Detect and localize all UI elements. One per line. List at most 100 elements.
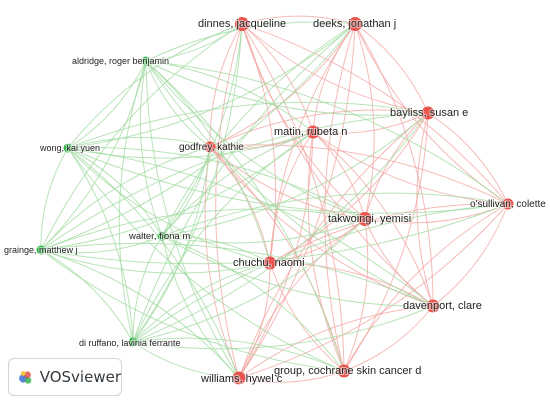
link-deeks-takwoingi[interactable] (354, 23, 375, 220)
node-wong[interactable] (63, 143, 73, 153)
link-wong-walter[interactable] (67, 147, 163, 237)
link-deeks-bayliss[interactable] (354, 23, 429, 114)
link-matin-aldridge[interactable] (145, 60, 314, 133)
node-label-diruffano[interactable]: di ruffano, lavinia ferrante (78, 337, 181, 349)
link-dinnes-osullivan[interactable] (241, 23, 509, 205)
node-walter[interactable] (157, 231, 167, 241)
link-williams-wong[interactable] (67, 147, 240, 379)
node-label-bayliss[interactable]: bayliss, susan e (389, 106, 469, 120)
link-williams-aldridge[interactable] (145, 60, 240, 379)
link-deeks-diruffano[interactable] (132, 23, 356, 343)
node-label-godfrey[interactable]: godfrey, kathie (178, 141, 245, 154)
link-bayliss-matin[interactable] (312, 112, 429, 134)
link-dinnes-deeks[interactable] (241, 15, 356, 25)
node-label-dinnes[interactable]: dinnes, jacqueline (197, 17, 287, 31)
link-bayliss-williams[interactable] (238, 112, 429, 379)
node-label-aldridge[interactable]: aldridge, roger benjamin (71, 55, 170, 67)
link-matin-grainge[interactable] (40, 131, 314, 251)
node-label-walter[interactable]: walter, fiona m (127, 230, 191, 243)
link-davenport-wong[interactable] (67, 147, 434, 307)
node-label-wong[interactable]: wong, kai yuen (38, 142, 101, 154)
link-group-walter[interactable] (161, 235, 345, 372)
link-godfrey-wong[interactable] (67, 137, 211, 149)
link-chuchu-davenport[interactable] (269, 262, 434, 307)
node-label-deeks[interactable]: deeks, jonathan j (312, 17, 397, 31)
link-bayliss-osullivan[interactable] (427, 112, 509, 205)
link-grainge-diruffano[interactable] (40, 249, 134, 343)
node-davenport[interactable] (426, 299, 440, 313)
link-godfrey-chuchu[interactable] (209, 146, 271, 264)
node-label-grainge[interactable]: grainge, matthew j (3, 244, 79, 256)
link-dinnes-bayliss[interactable] (241, 23, 429, 114)
node-grainge[interactable] (36, 245, 46, 255)
node-osullivan[interactable] (502, 198, 514, 210)
link-bayliss-grainge[interactable] (40, 112, 429, 251)
node-bayliss[interactable] (421, 106, 435, 120)
link-walter-diruffano[interactable] (132, 235, 163, 343)
node-godfrey[interactable] (204, 141, 216, 153)
node-dinnes[interactable] (235, 17, 249, 31)
link-godfrey-group[interactable] (209, 146, 345, 372)
link-williams-diruffano[interactable] (132, 341, 240, 379)
link-matin-wong[interactable] (67, 131, 314, 159)
link-godfrey-aldridge[interactable] (145, 60, 211, 148)
link-osullivan-group[interactable] (343, 203, 509, 372)
link-davenport-walter[interactable] (161, 235, 434, 307)
link-takwoingi-grainge[interactable] (40, 208, 366, 251)
link-deeks-godfrey[interactable] (209, 23, 356, 148)
link-dinnes-godfrey[interactable] (209, 23, 243, 148)
link-osullivan-davenport[interactable] (432, 203, 509, 307)
link-godfrey-davenport[interactable] (209, 146, 434, 307)
link-deeks-walter[interactable] (161, 23, 356, 237)
link-takwoingi-walter[interactable] (161, 218, 366, 244)
node-aldridge[interactable] (141, 56, 151, 66)
link-godfrey-grainge[interactable] (40, 146, 211, 251)
link-matin-osullivan[interactable] (312, 131, 509, 205)
link-osullivan-chuchu[interactable] (269, 203, 509, 264)
link-chuchu-grainge[interactable] (40, 249, 271, 274)
node-label-takwoingi[interactable]: takwoingi, yemisi (327, 212, 412, 226)
link-chuchu-wong[interactable] (67, 147, 271, 264)
link-davenport-williams[interactable] (238, 305, 434, 379)
link-aldridge-walter[interactable] (139, 60, 163, 237)
link-takwoingi-wong[interactable] (67, 147, 366, 220)
link-osullivan-wong[interactable] (67, 147, 509, 214)
link-matin-group[interactable] (307, 131, 345, 372)
link-davenport-grainge[interactable] (40, 242, 434, 307)
node-label-osullivan[interactable]: o'sullivan, colette (469, 198, 547, 211)
link-takwoingi-aldridge[interactable] (145, 60, 366, 220)
link-chuchu-williams[interactable] (238, 262, 271, 379)
link-dinnes-group[interactable] (241, 23, 345, 372)
link-group-wong[interactable] (67, 147, 345, 372)
link-deeks-davenport[interactable] (354, 23, 434, 307)
node-group[interactable] (337, 364, 351, 378)
link-godfrey-diruffano[interactable] (132, 146, 211, 343)
node-label-davenport[interactable]: davenport, clare (402, 299, 483, 313)
link-takwoingi-diruffano[interactable] (132, 218, 366, 343)
link-matin-takwoingi[interactable] (312, 131, 366, 220)
link-matin-diruffano[interactable] (132, 131, 314, 343)
link-bayliss-wong[interactable] (67, 101, 429, 149)
link-takwoingi-group[interactable] (343, 218, 369, 372)
link-dinnes-matin[interactable] (241, 23, 314, 133)
link-deeks-grainge[interactable] (40, 23, 356, 251)
link-chuchu-aldridge[interactable] (145, 60, 271, 264)
link-matin-chuchu[interactable] (269, 131, 314, 264)
link-aldridge-wong[interactable] (67, 60, 147, 149)
link-osullivan-williams[interactable] (238, 203, 509, 379)
link-chuchu-walter[interactable] (161, 235, 271, 264)
link-aldridge-diruffano[interactable] (118, 60, 147, 343)
link-bayliss-aldridge[interactable] (145, 60, 429, 116)
link-godfrey-williams[interactable] (204, 146, 240, 379)
link-walter-grainge[interactable] (40, 235, 163, 254)
link-group-diruffano[interactable] (132, 337, 345, 372)
link-group-grainge[interactable] (40, 249, 345, 372)
link-bayliss-walter[interactable] (161, 112, 429, 237)
node-takwoingi[interactable] (358, 212, 372, 226)
link-davenport-group[interactable] (343, 305, 434, 372)
link-godfrey-osullivan[interactable] (209, 144, 509, 205)
node-label-chuchu[interactable]: chuchu, naomi (232, 256, 306, 270)
link-osullivan-diruffano[interactable] (132, 203, 509, 343)
link-davenport-diruffano[interactable] (132, 305, 434, 350)
